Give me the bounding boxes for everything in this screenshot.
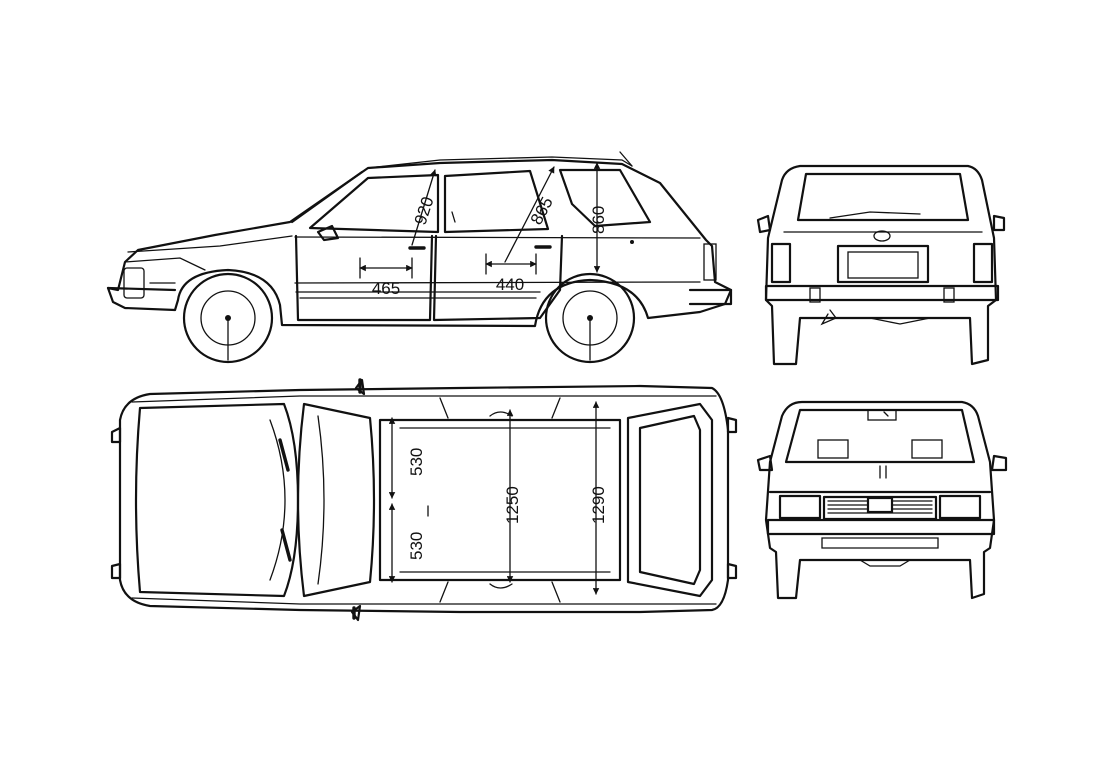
dim-rear-legroom: 440 xyxy=(496,275,524,294)
front-view-windshield xyxy=(784,408,976,464)
side-view-front-door xyxy=(294,234,434,322)
top-view-hood xyxy=(134,402,300,598)
front-view-right-headlight xyxy=(938,494,982,520)
front-view-body-outline xyxy=(764,400,996,600)
dim-front-headroom: 920 xyxy=(411,194,438,227)
dim-front-seat-width-left: 530 xyxy=(407,448,426,476)
side-view-rear-window xyxy=(443,169,550,234)
top-view-roof xyxy=(378,418,622,582)
rear-view-right-taillight xyxy=(972,242,994,284)
rear-view xyxy=(756,164,1006,366)
side-view-body-outline xyxy=(106,158,733,328)
top-view-windshield xyxy=(296,402,376,598)
top-view xyxy=(110,378,738,622)
front-view xyxy=(756,400,1008,600)
side-view xyxy=(106,151,733,364)
dim-front-legroom: 465 xyxy=(372,279,400,298)
dim-cargo-width: 1290 xyxy=(589,486,608,524)
side-view-quarter-window xyxy=(558,168,652,228)
dim-rear-headroom: 865 xyxy=(527,194,557,228)
side-view-rear-wheel xyxy=(544,272,636,364)
top-view-body-outline xyxy=(118,384,730,614)
rear-view-license-plate xyxy=(836,244,930,284)
rear-view-left-taillight xyxy=(770,242,792,284)
rear-view-rear-window xyxy=(796,172,970,222)
top-view-rear-hatch xyxy=(626,402,714,598)
side-view-roof-rail xyxy=(367,156,633,169)
rear-view-body-outline xyxy=(764,164,998,366)
side-view-front-wheel xyxy=(182,272,274,364)
dim-rear-width: 1250 xyxy=(503,486,522,524)
front-view-left-headlight xyxy=(778,494,822,520)
dim-cargo-height: 860 xyxy=(589,206,608,234)
side-view-front-window xyxy=(308,173,440,234)
dim-front-seat-width-right: 530 xyxy=(407,532,426,560)
